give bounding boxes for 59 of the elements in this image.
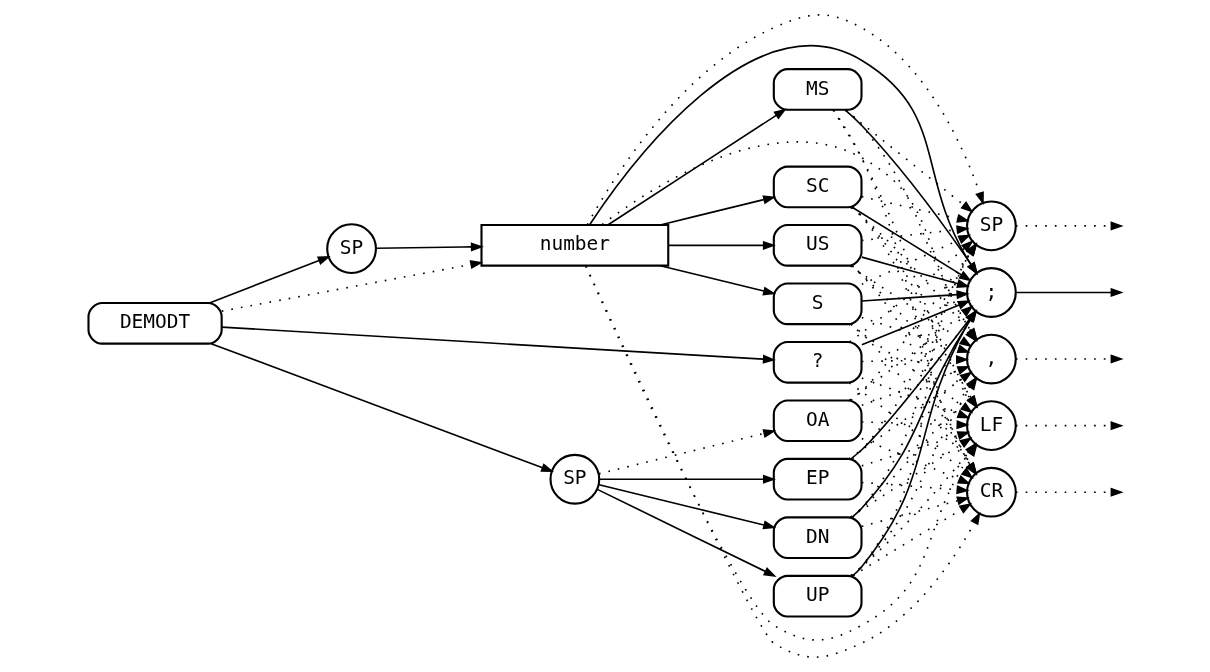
node-box: OA: [772, 399, 863, 443]
arrow: [375, 242, 484, 252]
arrow: [860, 420, 969, 430]
arrow: [209, 342, 554, 473]
node-circle: SP: [965, 200, 1017, 252]
arrow: [860, 300, 971, 346]
node-box: SC: [772, 165, 863, 209]
arrow: [860, 195, 970, 223]
node-box: EP: [772, 457, 863, 501]
arrow: [843, 109, 973, 213]
node-circle: CR: [965, 466, 1017, 518]
arrow: [1014, 487, 1124, 497]
arrow: [860, 355, 969, 365]
arrow: [860, 234, 971, 286]
arrow: [606, 108, 787, 226]
arrow: [860, 481, 969, 495]
node-circle: SP: [325, 223, 377, 275]
node-circle: SP: [548, 453, 600, 505]
arrow: [208, 256, 331, 304]
arrow: [596, 488, 777, 577]
arrow: [847, 323, 973, 414]
node-box: ?: [772, 340, 863, 384]
node-circle: ,: [965, 333, 1017, 385]
arrow: [597, 483, 776, 530]
node-box: S: [772, 282, 863, 326]
arrow: [1014, 287, 1124, 297]
node-box: DEMODT: [86, 301, 223, 345]
arrow: [848, 240, 974, 343]
node-circle: LF: [965, 400, 1017, 452]
arrow: [848, 305, 974, 401]
arrow: [848, 382, 974, 480]
arrow: [658, 195, 776, 226]
arrow: [667, 240, 776, 250]
arrow: [597, 429, 776, 475]
node-box: MS: [772, 68, 863, 111]
arrow: [586, 14, 984, 226]
arrow: [860, 256, 970, 288]
arrow: [220, 260, 483, 312]
arrow: [598, 474, 776, 484]
arrow: [1014, 221, 1124, 231]
arrow: [220, 326, 776, 364]
arrow: [860, 377, 970, 419]
arrow: [860, 366, 970, 407]
node-box: number: [479, 224, 669, 267]
arrow: [860, 290, 969, 302]
node-box: DN: [772, 516, 863, 560]
arrow: [860, 431, 970, 467]
arrow: [860, 316, 970, 354]
node-box: UP: [772, 574, 863, 618]
arrow: [658, 265, 776, 296]
arrow: [1014, 421, 1124, 431]
arrow: [847, 371, 973, 460]
arrow: [860, 496, 970, 528]
node-box: US: [772, 224, 863, 267]
arrow: [860, 225, 969, 242]
arrow: [860, 437, 971, 485]
arrow: [1014, 354, 1124, 364]
node-circle: ;: [965, 267, 1017, 318]
arrow: [848, 264, 972, 348]
